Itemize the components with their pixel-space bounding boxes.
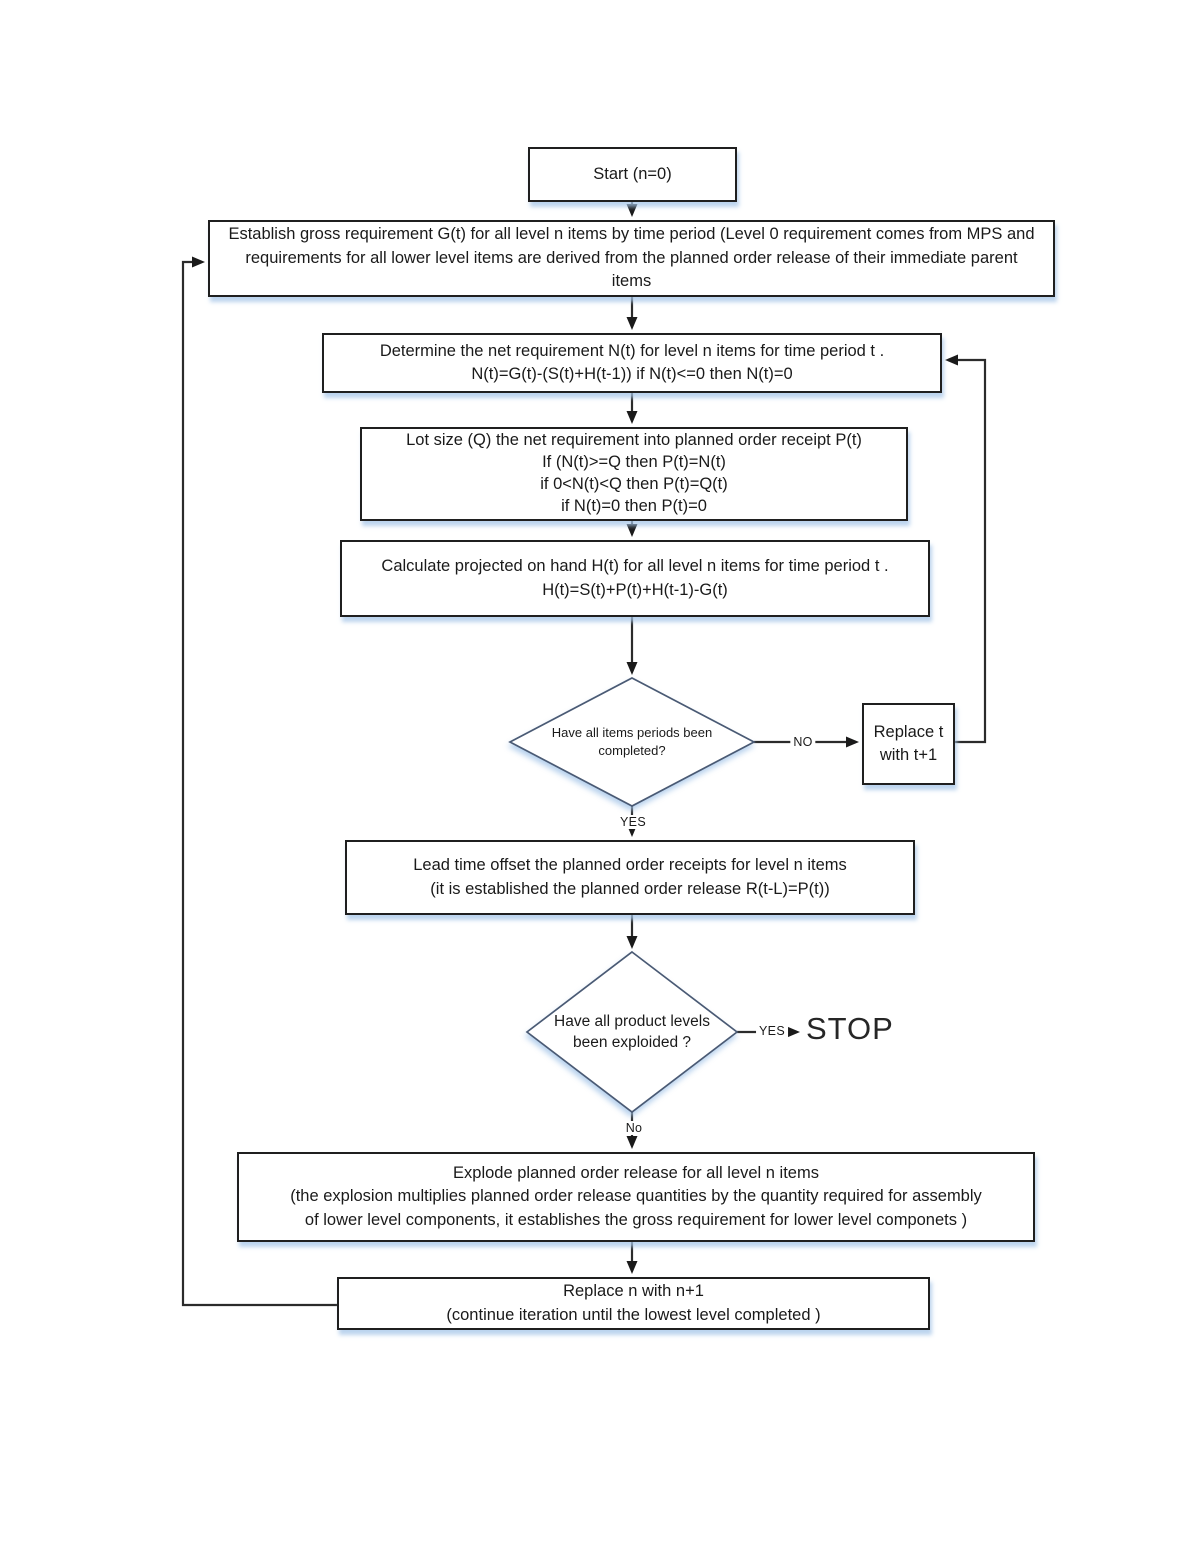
lead-time-line1: Lead time offset the planned order recei…: [413, 856, 847, 875]
determine-net-requirement-node: Determine the net requirement N(t) for l…: [322, 333, 942, 393]
calculate-line2: H(t)=S(t)+P(t)+H(t-1)-G(t): [542, 580, 728, 599]
yes-label-decision1: YES: [617, 815, 649, 829]
replace-t-line2: with t+1: [879, 746, 938, 764]
determine-line2: N(t)=G(t)-(S(t)+H(t-1)) if N(t)<=0 then …: [471, 365, 793, 383]
replace-n-line1: Replace n with n+1: [563, 1282, 704, 1301]
start-node: Start (n=0): [528, 147, 737, 202]
lot-size-line1: Lot size (Q) the net requirement into pl…: [406, 431, 862, 450]
explode-line3: of lower level components, it establishe…: [304, 1210, 968, 1229]
replace-t-node: Replace t with t+1: [862, 703, 955, 785]
lead-time-line2: (it is established the planned order rel…: [430, 879, 830, 898]
decision-levels-line2: been exploided ?: [572, 1033, 692, 1051]
determine-line1: Determine the net requirement N(t) for l…: [379, 341, 885, 360]
replace-t-line1: Replace t: [873, 722, 944, 741]
decision-levels-line1: Have all product levels: [554, 1012, 710, 1030]
decision-levels-text: Have all product levels been exploided ?: [527, 1005, 737, 1060]
stop-terminal: STOP: [806, 1011, 894, 1046]
connector-replacen-establish-feedback: [181, 256, 337, 1307]
explode-line2: (the explosion multiplies planned order …: [290, 1187, 982, 1206]
lead-time-offset-node: Lead time offset the planned order recei…: [345, 840, 915, 915]
start-label: Start (n=0): [593, 164, 672, 183]
explode-line1: Explode planned order release for all le…: [453, 1163, 819, 1182]
establish-gross-requirement-text: Establish gross requirement G(t) for all…: [228, 225, 1035, 291]
explode-order-release-node: Explode planned order release for all le…: [237, 1152, 1035, 1242]
decision-periods-diamond: [508, 677, 756, 807]
decision-levels-diamond: [525, 950, 739, 1114]
decision-periods-line2: completed?: [598, 743, 666, 758]
lot-size-line2: If (N(t)>=Q then P(t)=N(t): [542, 453, 726, 472]
replace-n-node: Replace n with n+1 (continue iteration u…: [337, 1277, 930, 1330]
yes-label-decision2: YES: [756, 1024, 788, 1038]
calculate-on-hand-node: Calculate projected on hand H(t) for all…: [340, 540, 930, 617]
establish-gross-requirement-node: Establish gross requirement G(t) for all…: [208, 220, 1055, 297]
connector-replacet-determine-feedback: [945, 354, 987, 744]
decision-periods-line1: Have all items periods been: [551, 725, 713, 741]
lot-size-node: Lot size (Q) the net requirement into pl…: [360, 427, 908, 521]
decision-periods-text: Have all items periods been completed?: [522, 712, 742, 772]
no-label-decision2: No: [622, 1121, 646, 1135]
calculate-line1: Calculate projected on hand H(t) for all…: [381, 557, 889, 576]
replace-n-line2: (continue iteration until the lowest lev…: [446, 1305, 821, 1324]
no-label-decision1: NO: [790, 735, 816, 749]
lot-size-line3: if 0<N(t)<Q then P(t)=Q(t): [540, 475, 728, 493]
lot-size-line4: if N(t)=0 then P(t)=0: [561, 496, 707, 515]
